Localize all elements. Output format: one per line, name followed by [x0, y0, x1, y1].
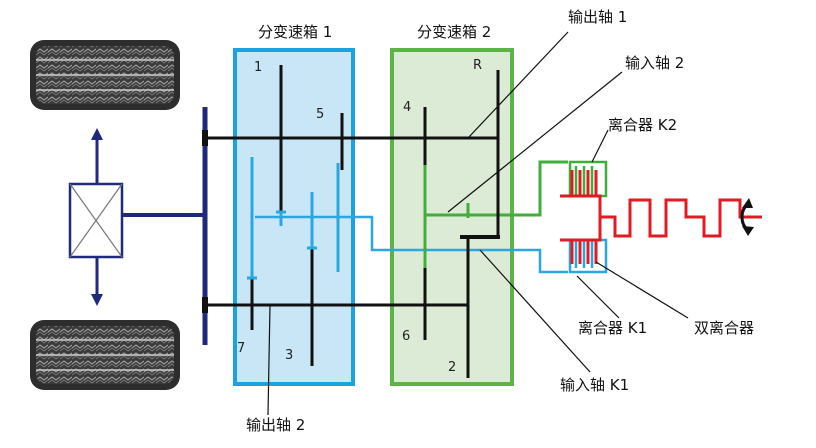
- gear-number-4: 4: [403, 100, 411, 115]
- gearbox-2-box: [390, 48, 514, 386]
- rotation-arrow-icon: [740, 198, 754, 236]
- dual-clutch-assembly: [560, 160, 608, 274]
- input-shaft-k1-line: [255, 215, 568, 274]
- differential: [68, 107, 208, 345]
- dual-clutch-label: 双离合器: [694, 319, 754, 337]
- clutch-k1-label: 离合器 K1: [578, 319, 647, 337]
- gearbox-1-label: 分变速箱 1: [258, 23, 332, 41]
- output-shaft-1-label: 输出轴 1: [568, 8, 627, 26]
- gear-number-1: 1: [254, 60, 262, 75]
- input-shaft-2-line: [425, 160, 568, 217]
- input-shaft-2-label: 输入轴 2: [625, 54, 684, 72]
- output-shaft-2-label: 输出轴 2: [246, 416, 305, 434]
- gear-number-6: 6: [402, 329, 410, 344]
- gear-number-2: 2: [448, 360, 456, 375]
- input-shaft-k1-label: 输入轴 K1: [560, 376, 629, 394]
- gear-number-7: 7: [237, 341, 245, 356]
- engine-crankshaft: [600, 198, 762, 238]
- gear-number-3: 3: [285, 348, 293, 363]
- leader-lines: [267, 31, 689, 416]
- tire-bottom: [30, 320, 180, 390]
- gear-number-5: 5: [316, 107, 324, 122]
- tire-top: [30, 40, 180, 110]
- gearbox-2-label: 分变速箱 2: [417, 23, 491, 41]
- gear-number-r: R: [473, 58, 482, 73]
- gears-gearbox-1: [247, 65, 344, 366]
- gears-gearbox-2: [423, 70, 500, 378]
- clutch-k2-label: 离合器 K2: [608, 116, 677, 134]
